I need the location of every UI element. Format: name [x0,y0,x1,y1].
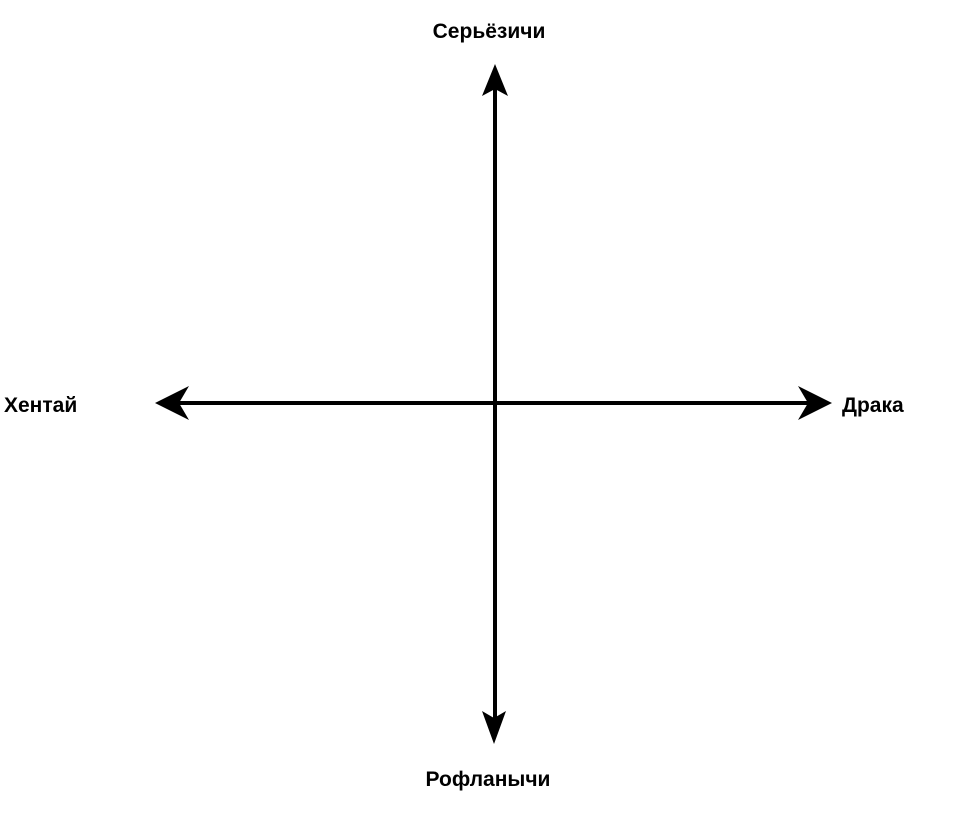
arrowhead-down-icon [482,711,506,744]
arrowhead-right-icon [798,386,832,420]
axis-label-left: Хентай [4,394,78,417]
arrowhead-left-icon [155,386,189,420]
arrowhead-up-icon [482,64,508,96]
axis-label-right: Драка [842,394,904,417]
axis-label-bottom: Рофланычи [425,768,551,791]
axis-label-top: Серьёзичи [432,20,546,43]
